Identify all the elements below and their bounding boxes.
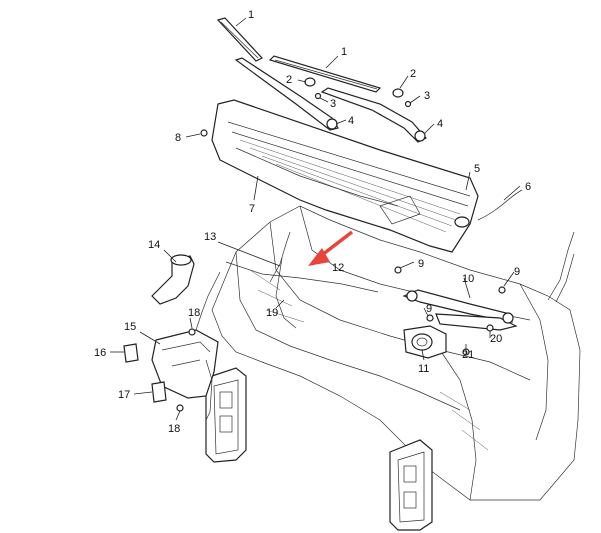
wiper-arm-left [234,57,339,131]
callout-9a: 9 [418,258,424,270]
washer-reservoir [151,271,221,421]
callout-4-arm-left: 4 [348,115,354,127]
wiper-linkage [402,289,518,331]
bolt-9b [426,314,434,322]
red-pointer-arrow [308,230,354,266]
callout-3-nut-left: 3 [330,98,336,110]
washer-hose-strut [269,231,291,283]
callout-6-cable: 6 [525,181,531,193]
callout-8-push-pin: 8 [175,132,181,144]
callout-13-hose: 13 [204,231,216,243]
callout-14-filler-neck: 14 [148,239,160,251]
wiper-arm-right [320,87,427,143]
callout-21: 21 [462,349,474,361]
leader-lines [110,17,521,421]
callout-labels: 1 1 2 2 3 3 4 4 5 6 7 8 9 9 9 10 11 12 1… [94,9,531,435]
callout-12: 12 [332,262,344,274]
cowl-panel [211,99,479,253]
callout-19: 19 [266,307,278,319]
callout-2-cap-left: 2 [286,74,292,86]
callout-18-lower: 18 [168,423,180,435]
callout-16-pump: 16 [94,347,106,359]
callout-10-linkage: 10 [462,273,474,285]
wiper-motor [403,325,447,359]
washer-pump-lower [151,381,167,403]
washer-pump-upper [123,343,139,363]
callout-9c: 9 [426,303,432,315]
bolt-20 [486,324,494,332]
callout-1-blade-right: 1 [341,46,347,58]
bolt-9c [498,286,506,294]
bolt-9a [394,266,402,274]
callout-11-motor: 11 [418,363,429,375]
callout-20: 20 [490,333,502,345]
push-pin [200,129,208,137]
wiper-blade-right [268,55,382,93]
cowl-cable [477,189,523,221]
wiper-caps [304,77,412,108]
callout-15-reservoir: 15 [124,321,136,333]
callout-9b: 9 [514,266,520,278]
front-frame-rail-left [205,367,247,463]
washer-hose [225,261,379,293]
callout-1-blade-left: 1 [248,9,254,21]
callout-18-upper: 18 [188,307,200,319]
front-frame-rail-right [389,439,433,531]
callout-3-nut-right: 3 [424,90,430,102]
washer-hose-front [275,257,297,329]
washer-filler-neck [151,254,195,305]
callout-4-arm-right: 4 [437,118,443,130]
wiper-blade-left [216,17,263,62]
body-structure [211,205,581,501]
callout-5-cowl: 5 [474,163,480,175]
grommet-lower [176,404,184,412]
callout-17-pump: 17 [118,389,130,401]
grommet-upper [188,328,196,336]
callout-2-cap-right: 2 [410,68,416,80]
callout-7: 7 [249,203,255,215]
